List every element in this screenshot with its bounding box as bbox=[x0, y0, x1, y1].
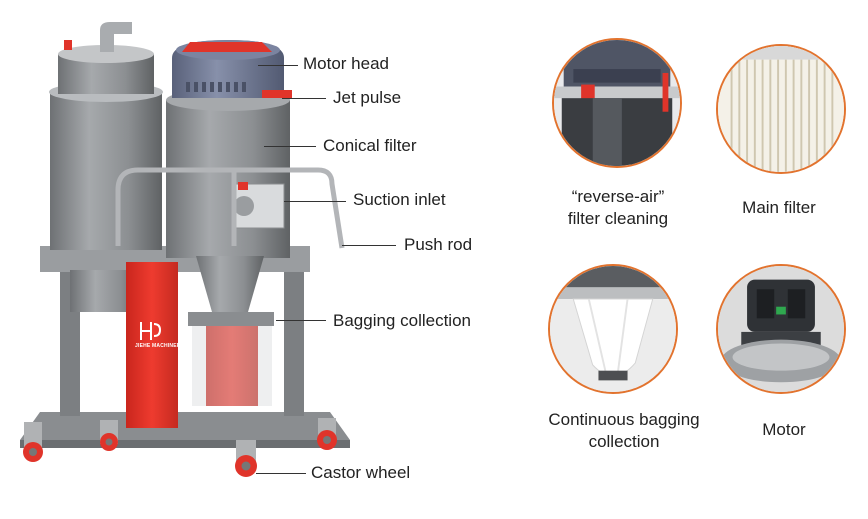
brand-logo bbox=[140, 322, 162, 340]
callout-push-rod: Push rod bbox=[404, 235, 473, 254]
right-tank bbox=[166, 40, 292, 326]
brand-text: JIEHE MACHINERY bbox=[135, 343, 184, 349]
front-panel bbox=[126, 262, 178, 428]
castor-wheels bbox=[23, 418, 337, 477]
leader-motor-head bbox=[258, 65, 298, 66]
reverse-air-detail-image bbox=[552, 38, 682, 168]
leader-conical-filter bbox=[264, 146, 316, 147]
caption-main-filter-line1: Main filter bbox=[742, 198, 816, 217]
caption-continuous-bagging: Continuous bagging collection bbox=[526, 409, 722, 453]
callout-bagging-collection: Bagging collection bbox=[333, 311, 471, 330]
continuous-bagging-detail-image bbox=[548, 264, 678, 394]
leader-bagging-collection bbox=[276, 320, 326, 321]
main-filter-detail-image bbox=[716, 44, 846, 174]
caption-reverse-air-line1: “reverse-air” bbox=[571, 187, 665, 206]
leader-castor-wheel bbox=[256, 473, 306, 474]
caption-motor: Motor bbox=[716, 419, 852, 441]
caption-reverse-air-line2: filter cleaning bbox=[567, 209, 669, 228]
bag-collector bbox=[192, 326, 272, 406]
caption-motor-line1: Motor bbox=[762, 420, 806, 439]
callout-suction-inlet: Suction inlet bbox=[353, 190, 446, 209]
callout-motor-head: Motor head bbox=[303, 54, 389, 73]
caption-continuous-bagging-line1: Continuous bagging bbox=[548, 410, 700, 429]
callout-conical-filter: Conical filter bbox=[323, 136, 417, 155]
leader-suction-inlet bbox=[284, 201, 346, 202]
leader-push-rod bbox=[342, 245, 396, 246]
motor-detail-image bbox=[716, 264, 846, 394]
caption-continuous-bagging-line2: collection bbox=[588, 432, 660, 451]
leader-jet-pulse bbox=[282, 98, 326, 99]
base-frame bbox=[20, 246, 350, 448]
dust-collector-illustration bbox=[20, 22, 350, 477]
callout-castor-wheel: Castor wheel bbox=[311, 463, 411, 482]
push-rod bbox=[115, 167, 345, 249]
caption-reverse-air: “reverse-air” filter cleaning bbox=[520, 186, 716, 230]
caption-main-filter: Main filter bbox=[714, 197, 844, 219]
callout-jet-pulse: Jet pulse bbox=[333, 88, 402, 107]
